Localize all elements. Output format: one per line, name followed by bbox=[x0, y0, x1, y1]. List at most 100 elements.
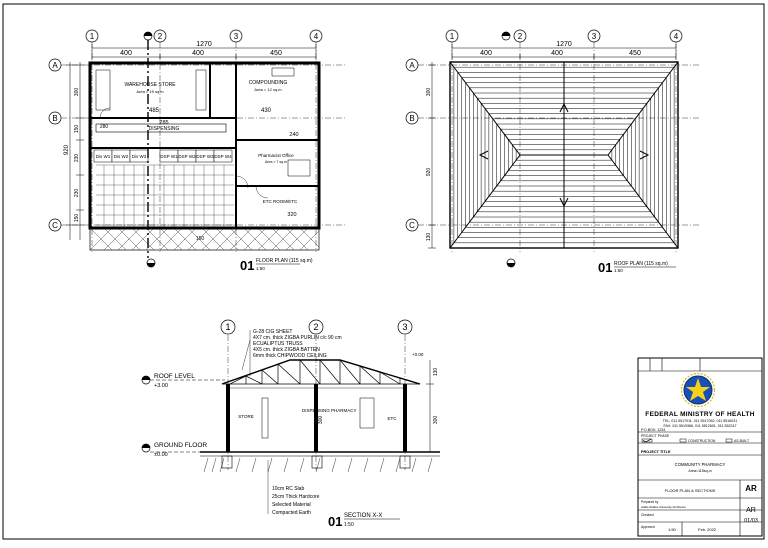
section-room-store: STORE bbox=[238, 414, 253, 419]
roof-dim-1: 400 bbox=[480, 50, 492, 57]
section-layer-notes: 10cm RC Slab 25cm Thick Hardcore Selecte… bbox=[267, 460, 320, 516]
room-dispensing: DISPENSING bbox=[149, 126, 180, 132]
section-height-roof: 130 bbox=[433, 368, 439, 377]
roof-dim-2: 400 bbox=[551, 50, 563, 57]
org-contact-fax: FAX: 011 5519366, 011 5512601, 011 55224… bbox=[664, 424, 737, 428]
dim-280: 280 bbox=[100, 124, 109, 130]
svg-text:1: 1 bbox=[450, 32, 455, 41]
sheet-code: AR bbox=[746, 507, 756, 514]
svg-text:3: 3 bbox=[234, 32, 239, 41]
room-pharmacist-area: Area = 7 sq.m bbox=[265, 160, 287, 164]
grid-bubbles-top: 1 2 3 4 bbox=[85, 29, 323, 43]
kiosk-4: DSP W1 bbox=[160, 154, 178, 159]
dim-row-3: 230 bbox=[74, 154, 80, 163]
roof-dim-row-2: 920 bbox=[426, 168, 432, 177]
section-xx: 1 2 3 G-28 CIG SHEET 4X7 cm. thick ZIGBA… bbox=[141, 319, 440, 529]
svg-text:A: A bbox=[409, 61, 415, 70]
dispensing-counter bbox=[95, 123, 227, 133]
roof-level-label: ROOF LEVEL bbox=[154, 373, 195, 380]
dim-span-2: 400 bbox=[192, 50, 204, 57]
kiosk-3: Dis W3 bbox=[132, 154, 147, 159]
kiosk-1: Dis W1 bbox=[96, 154, 111, 159]
dim-row-1: 300 bbox=[74, 88, 80, 97]
ground-floor-value: ±0.00 bbox=[154, 452, 168, 458]
roof-plan-label-scale: 1:50 bbox=[614, 268, 623, 273]
section-height-mid: 300 bbox=[318, 416, 324, 425]
floor-plan-label-num: 01 bbox=[240, 258, 254, 273]
warehouse-shelf-right bbox=[195, 69, 207, 111]
svg-text:Selected Material: Selected Material bbox=[272, 502, 311, 508]
roof-dim-row-3: 130 bbox=[426, 233, 432, 242]
dim-total-top: 1270 bbox=[196, 41, 212, 48]
room-ipc: ETC ROOM/ETC bbox=[263, 199, 298, 204]
roof-hips bbox=[449, 61, 679, 249]
date-value: Feb. 2022 bbox=[698, 527, 717, 532]
svg-text:3: 3 bbox=[592, 32, 597, 41]
section-door bbox=[261, 397, 269, 439]
roof-level-value: +3.00 bbox=[154, 383, 168, 389]
svg-text:2: 2 bbox=[158, 32, 163, 41]
svg-text:G-28 CIG SHEET: G-28 CIG SHEET bbox=[253, 329, 292, 335]
room-pharmacist: Pharmacist Office bbox=[258, 153, 294, 158]
roof-grid-lines bbox=[418, 42, 700, 252]
roof-truss bbox=[221, 359, 421, 385]
svg-text:4: 4 bbox=[674, 32, 679, 41]
svg-text:1: 1 bbox=[90, 32, 95, 41]
phase-construction: CONSTRUCTION bbox=[688, 439, 716, 443]
phase-checkbox-design bbox=[641, 438, 653, 443]
roof-level-marker bbox=[141, 375, 225, 385]
dim-150: 150 bbox=[196, 236, 205, 242]
dim-row-5: 150 bbox=[74, 214, 80, 223]
phase-checkbox-construction bbox=[679, 438, 687, 443]
dim-span-3: 450 bbox=[270, 50, 282, 57]
project-area: Area=115sq.m bbox=[688, 469, 711, 473]
ministry-emblem-icon bbox=[680, 372, 716, 408]
phase-asbuilt: AS-BUILT bbox=[734, 439, 749, 443]
roof-dim-row-1: 300 bbox=[426, 88, 432, 97]
dim-row-2: 150 bbox=[74, 125, 80, 134]
floor-plan: 1 2 3 4 1270 400 400 450 A bbox=[48, 29, 345, 273]
roof-plan-label-num: 01 bbox=[598, 260, 612, 275]
svg-text:ECUALIPTUS TRUSS: ECUALIPTUS TRUSS bbox=[253, 341, 303, 347]
checked-label: Checked bbox=[641, 513, 654, 517]
discipline-code: AR bbox=[745, 484, 757, 493]
compounding-bench bbox=[271, 67, 295, 77]
dim-span-1: 400 bbox=[120, 50, 132, 57]
section-label-title: SECTION X-X bbox=[344, 513, 382, 519]
room-warehouse-area: Area = 19 sq.m bbox=[136, 89, 164, 94]
svg-text:4X7 cm. thick ZIGBA PURLIN c/c: 4X7 cm. thick ZIGBA PURLIN c/c 90 cm bbox=[253, 335, 342, 341]
svg-text:C: C bbox=[52, 221, 58, 230]
section-marker-top bbox=[143, 31, 153, 41]
phase-checkbox-asbuilt bbox=[725, 438, 733, 443]
svg-text:B: B bbox=[52, 114, 57, 123]
dim-430: 430 bbox=[261, 108, 272, 114]
title-block: FEDERAL MINISTRY OF HEALTH TEL: 011 5517… bbox=[637, 357, 763, 537]
svg-text:A: A bbox=[52, 61, 58, 70]
phase-label: PROJECT PHASE bbox=[641, 434, 670, 438]
kiosk-5: DSP W2 bbox=[178, 154, 196, 159]
section-walls bbox=[226, 384, 407, 452]
dim-row-4: 230 bbox=[74, 189, 80, 198]
section-height-right: 300 bbox=[433, 416, 439, 425]
svg-text:C: C bbox=[409, 221, 415, 230]
svg-text:3: 3 bbox=[402, 322, 407, 332]
roof-grid-bubbles-left: A B C bbox=[405, 58, 419, 232]
sheet-number: 01/03 bbox=[744, 518, 758, 524]
svg-text:25cm Thick Hardcore: 25cm Thick Hardcore bbox=[272, 494, 320, 500]
svg-text:Compacted Earth: Compacted Earth bbox=[272, 510, 311, 516]
prepared-label: Prepared by bbox=[641, 500, 659, 504]
floor-tiles bbox=[96, 164, 234, 228]
section-notes: G-28 CIG SHEET 4X7 cm. thick ZIGBA PURLI… bbox=[241, 329, 342, 376]
roof-dim-total: 1270 bbox=[556, 41, 572, 48]
prepared-value: Addis Ababa University Architects bbox=[641, 505, 686, 509]
svg-text:2: 2 bbox=[518, 32, 523, 41]
roof-grid-bubbles-top: 1 2 3 4 bbox=[445, 29, 683, 43]
verandah-paving bbox=[89, 227, 320, 251]
svg-text:B: B bbox=[409, 114, 414, 123]
drawing-title: FLOOR PLAN & SECTIONS bbox=[665, 488, 716, 493]
project-name: COMMUNITY PHARMACY bbox=[675, 462, 726, 467]
interior-walls bbox=[90, 63, 319, 228]
project-title-label: PROJECT TITLE bbox=[641, 450, 671, 454]
section-ground bbox=[200, 451, 440, 473]
